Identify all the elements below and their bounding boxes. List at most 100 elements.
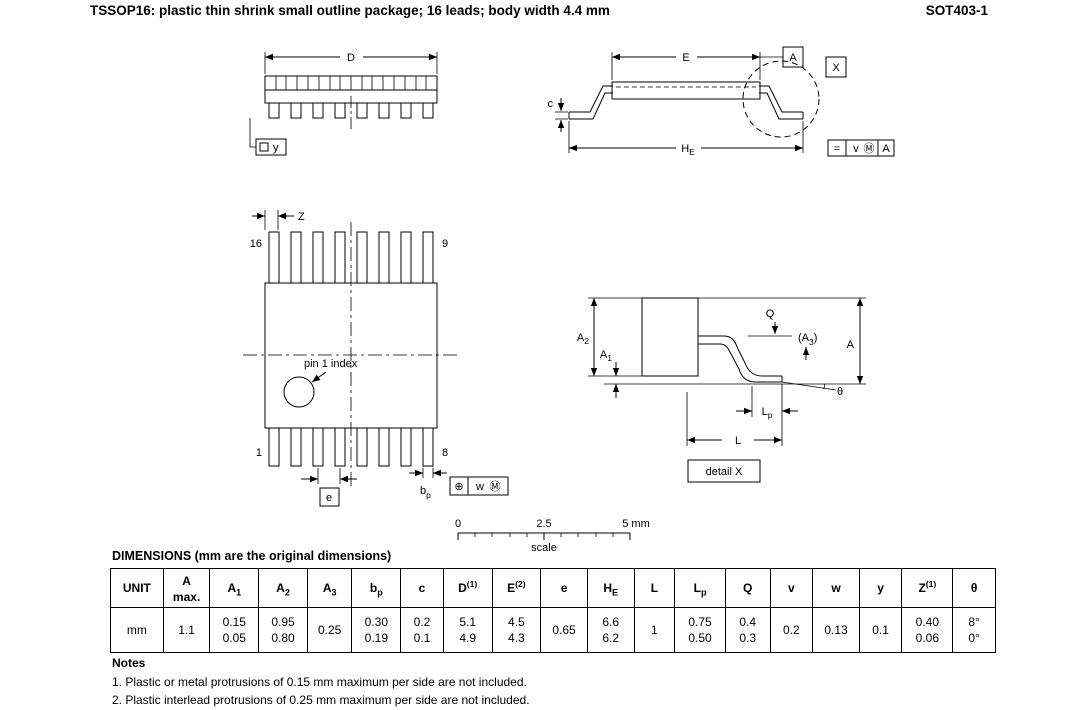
coplanarity-symbol-icon xyxy=(259,142,269,152)
lead-comb xyxy=(275,76,427,90)
note-item-2: 2. Plastic interlead protrusions of 0.25… xyxy=(112,693,530,707)
left-lead xyxy=(568,85,613,120)
col-header-he: HE xyxy=(586,568,635,608)
top-view: 16 9 1 8 Z pin 1 index e bp ⊕ w Ⓜ xyxy=(243,210,509,507)
dim-label-a3: (A3) xyxy=(798,332,817,347)
col-header-l: L xyxy=(633,568,676,608)
e-dimension-box xyxy=(319,487,340,507)
body-section xyxy=(641,297,699,377)
pin-8-label: 8 xyxy=(442,447,448,459)
datum-y-label: y xyxy=(273,142,279,154)
page-title: TSSOP16: plastic thin shrink small outli… xyxy=(90,3,610,18)
mmc-modifier-icon: Ⓜ xyxy=(864,142,875,155)
doc-code: SOT403-1 xyxy=(925,3,988,18)
cell-y: 0.1 xyxy=(858,607,903,653)
tolerance-box-w xyxy=(449,476,509,496)
tolerance-value-v: v xyxy=(853,143,859,155)
lead-bottom-surface xyxy=(698,343,782,383)
dim-label-theta: θ xyxy=(837,386,843,398)
scale-label: scale xyxy=(531,542,557,554)
col-header-unit: UNIT xyxy=(110,568,164,608)
col-header-a2: A2 xyxy=(258,568,308,608)
mmc-modifier-icon: Ⓜ xyxy=(490,480,501,493)
col-header-bp: bp xyxy=(351,568,402,608)
bottom-row-leads xyxy=(268,427,434,467)
col-header-d: D(1) xyxy=(442,568,493,608)
pin-9-label: 9 xyxy=(442,238,448,250)
col-header-e-pitch: e xyxy=(540,568,588,608)
side-view: D y xyxy=(249,52,438,156)
tolerance-value-w: w xyxy=(475,481,484,493)
scale-bar: 0 2.5 5 mm scale xyxy=(455,518,650,554)
cell-e-pitch: 0.65 xyxy=(540,607,588,653)
col-header-a1: A1 xyxy=(209,568,260,608)
end-view: E A X c HE = v Ⓜ A xyxy=(548,46,895,157)
pin1-index-label: pin 1 index xyxy=(304,358,358,370)
dim-label-e: E xyxy=(682,52,689,64)
dim-label-a2: A2 xyxy=(577,332,589,346)
col-header-y: y xyxy=(858,568,903,608)
dim-label-he: HE xyxy=(681,143,695,157)
dim-label-a: A xyxy=(847,339,855,351)
dim-label-z: Z xyxy=(298,211,305,223)
tolerance-symbol-icon: = xyxy=(834,143,840,155)
notes-heading: Notes xyxy=(112,656,146,670)
dim-label-d: D xyxy=(347,52,355,64)
col-header-v: v xyxy=(769,568,814,608)
detail-x-ref-box xyxy=(825,56,847,78)
scale-tick-0: 0 xyxy=(455,518,461,530)
note-item-1: 1. Plastic or metal protrusions of 0.15 … xyxy=(112,675,527,689)
cell-a-max: 1.1 xyxy=(162,607,211,653)
col-header-theta: θ xyxy=(952,568,996,608)
cell-l: 1 xyxy=(633,607,676,653)
tolerance-box-he xyxy=(827,139,895,157)
datum-y-box xyxy=(255,138,287,156)
col-header-c: c xyxy=(400,568,444,608)
col-header-lp: Lp xyxy=(674,568,726,608)
tolerance-datum-a: A xyxy=(882,143,890,155)
col-header-w: w xyxy=(812,568,860,608)
col-header-e-body: E(2) xyxy=(491,568,542,608)
pin-1-label: 1 xyxy=(256,447,262,459)
position-symbol-icon: ⊕ xyxy=(454,481,463,493)
dim-label-q: Q xyxy=(766,308,775,320)
datum-a-label: A xyxy=(789,52,797,64)
right-lead xyxy=(759,85,804,120)
col-header-q: Q xyxy=(724,568,771,608)
dim-label-a1: A1 xyxy=(600,349,612,363)
dim-label-c: c xyxy=(548,98,554,110)
pin1-index-circle xyxy=(283,376,315,408)
cell-w: 0.13 xyxy=(812,607,860,653)
dim-label-lp: Lp xyxy=(762,406,773,420)
col-header-a3: A3 xyxy=(306,568,353,608)
lead-top-surface xyxy=(698,335,782,377)
detail-x-caption-box xyxy=(687,459,761,483)
cell-a3: 0.25 xyxy=(306,607,353,653)
side-leads xyxy=(268,102,434,119)
dim-label-l: L xyxy=(735,435,741,447)
detail-x-circle xyxy=(742,60,820,138)
dim-label-e-pitch: e xyxy=(326,492,332,504)
pin-16-label: 16 xyxy=(250,238,262,250)
cell-v: 0.2 xyxy=(769,607,814,653)
datum-a-box xyxy=(782,46,804,68)
detail-x-caption: detail X xyxy=(706,466,743,478)
cell-theta: 8°0° xyxy=(952,607,996,653)
detail-x-view: A2 A1 Q (A3) A θ Lp L detail X xyxy=(577,297,866,483)
dimensions-heading: DIMENSIONS (mm are the original dimensio… xyxy=(112,549,392,563)
